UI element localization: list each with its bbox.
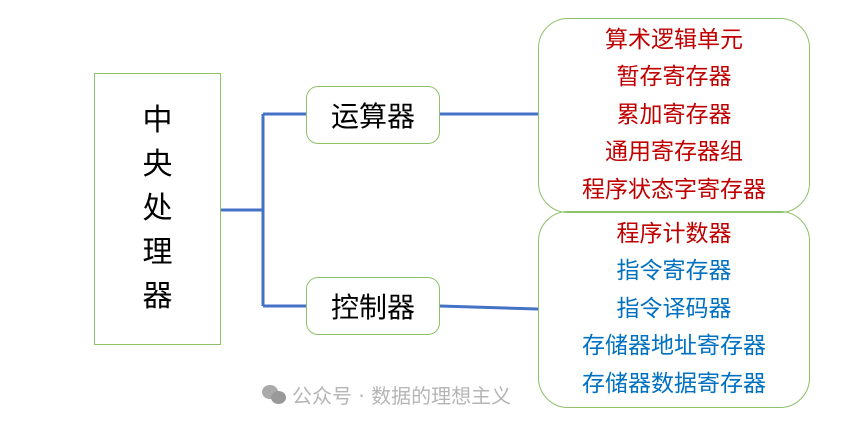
- list-item: 累加寄存器: [616, 101, 732, 128]
- cpu-char: 理: [142, 235, 173, 270]
- list-item: 存储器地址寄存器: [582, 333, 766, 360]
- cpu-char: 器: [142, 279, 173, 314]
- list-item: 通用寄存器组: [605, 139, 743, 166]
- cpu-node: 中 央 处 理 器: [94, 73, 221, 345]
- list-item: 程序计数器: [616, 220, 732, 247]
- cpu-char: 央: [142, 147, 173, 182]
- control-unit-components-list: 程序计数器 指令寄存器 指令译码器 存储器地址寄存器 存储器数据寄存器: [538, 211, 810, 408]
- cpu-char: 中: [142, 103, 173, 138]
- connector-cu-list: [439, 304, 539, 311]
- watermark: 公众号 · 数据的理想主义: [262, 380, 511, 409]
- control-unit-label: 控制器: [330, 291, 415, 324]
- list-item: 指令寄存器: [616, 258, 732, 285]
- list-item: 程序状态字寄存器: [582, 176, 766, 203]
- cpu-char: 处: [142, 191, 173, 226]
- list-item: 存储器数据寄存器: [582, 370, 766, 397]
- list-item: 算术逻辑单元: [605, 26, 743, 53]
- alu-label: 运算器: [330, 100, 415, 133]
- watermark-text: 公众号 · 数据的理想主义: [292, 384, 512, 408]
- alu-node: 运算器: [306, 86, 440, 144]
- wechat-icon: [262, 384, 286, 405]
- alu-components-list: 算术逻辑单元 暂存寄存器 累加寄存器 通用寄存器组 程序状态字寄存器: [538, 18, 810, 213]
- control-unit-node: 控制器: [306, 277, 440, 335]
- list-item: 暂存寄存器: [616, 64, 732, 91]
- list-item: 指令译码器: [616, 295, 732, 322]
